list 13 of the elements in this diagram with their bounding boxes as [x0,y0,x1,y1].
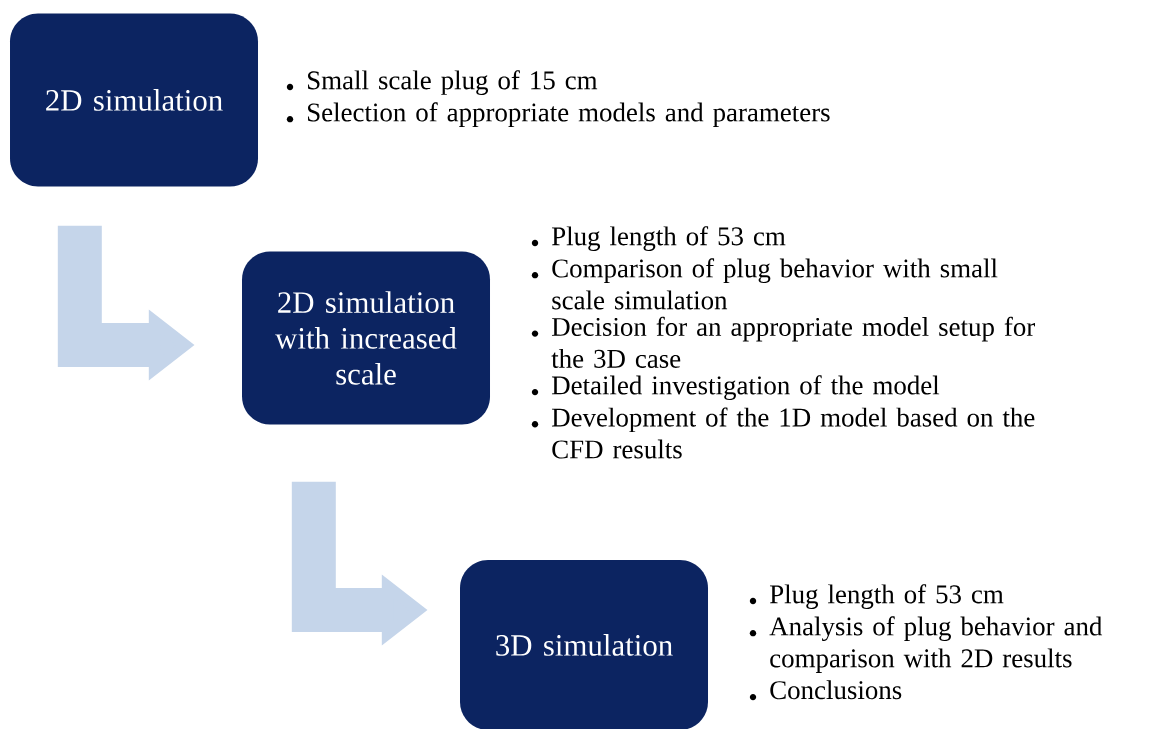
process-box: 2D simulation [10,13,258,187]
bullet-text: Comparison of plug behavior with small scale simulation [531,258,998,310]
bullet-text: Development of the 1D model based on the CFD results [531,407,1035,459]
bullet-text: Plug length of 53 cm [749,584,1004,609]
bullet-text: Decision for an appropriate model setup for the 3D case [531,316,1035,368]
bullet-text: Small scale plug of 15 cm [286,70,598,95]
bullet-text: Analysis of plug behavior and comparison with 2D results [749,616,1103,673]
bullet-text: Conclusions [749,680,902,701]
process-box: 3D simulation [460,560,708,729]
bullet-text: Selection of appropriate models and parameters [286,102,830,127]
bullet-text: Plug length of 53 cm [531,226,786,251]
process-box: 2D simulation with increased scale [242,251,490,425]
bullet-text: Detailed investigation of the model [531,375,940,401]
